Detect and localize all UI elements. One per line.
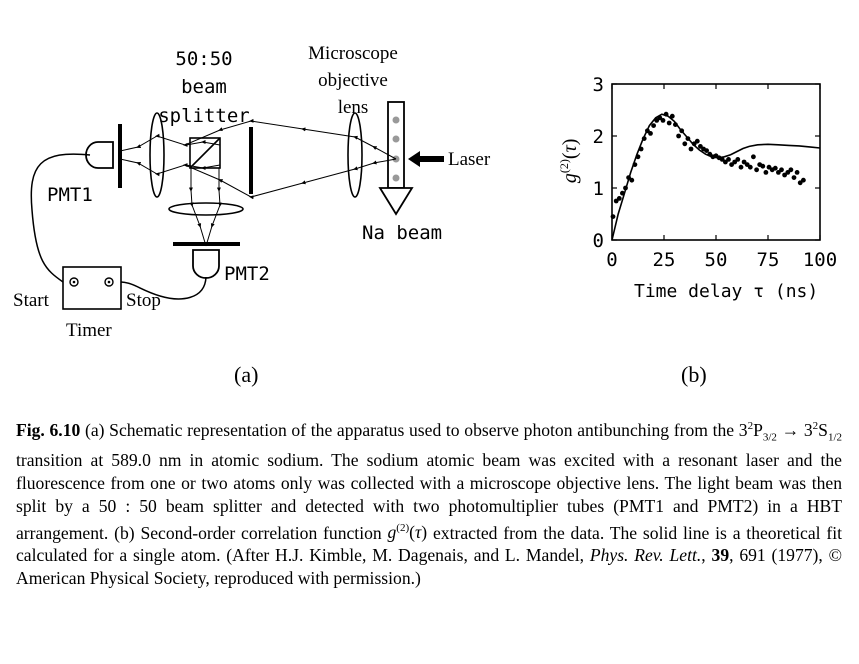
data-point xyxy=(626,175,631,181)
start-label: Start xyxy=(13,290,49,311)
y-tick-label: 2 xyxy=(593,126,604,148)
pmt2-detector xyxy=(192,249,220,279)
y-tick-label: 0 xyxy=(593,230,604,252)
splitter-label-line1: 50:50 xyxy=(175,48,233,70)
data-point xyxy=(676,133,681,139)
data-point xyxy=(726,157,731,162)
panel-a-label: (a) xyxy=(234,362,259,387)
plot-frame xyxy=(611,83,821,241)
light-rays xyxy=(119,118,397,247)
objective-label-line2: objective xyxy=(318,70,388,91)
y-tick-label: 1 xyxy=(593,178,604,200)
caption-g2: g(2)(τ) xyxy=(387,522,428,543)
caption-text-6: American Physical Society, reproduced wi… xyxy=(16,568,421,589)
data-point xyxy=(632,162,638,168)
data-point xyxy=(641,136,647,142)
splitter-label-line3: splitter xyxy=(158,105,250,127)
focusing-lens xyxy=(168,202,244,216)
data-point xyxy=(801,177,806,183)
data-point xyxy=(688,146,694,152)
na-beam-tube xyxy=(378,101,414,216)
data-point xyxy=(735,157,741,162)
data-point xyxy=(772,165,778,171)
splitter-label-line2: beam xyxy=(181,76,227,98)
data-point xyxy=(673,122,678,127)
data-point xyxy=(754,167,759,173)
data-point xyxy=(797,180,803,186)
panel-b-label: (b) xyxy=(681,362,707,387)
data-point xyxy=(685,136,691,142)
caption-text-2: transition at 589.0 nm in atomic sodium.… xyxy=(16,450,842,516)
caption-journal: Phys. Rev. Lett. xyxy=(589,545,702,566)
data-point xyxy=(629,177,635,183)
timer-label: Timer xyxy=(66,320,112,341)
data-point xyxy=(794,170,800,175)
objective-label-line3: lens xyxy=(337,97,369,118)
data-point xyxy=(788,167,794,173)
stop-label: Stop xyxy=(126,290,161,311)
pmt1-detector xyxy=(85,141,114,169)
data-point xyxy=(623,185,628,191)
objective-label-line1: Microscope xyxy=(308,43,398,64)
pmt2-label: PMT2 xyxy=(224,263,270,285)
g2-y-axis-label: g(2)(τ) xyxy=(557,138,581,184)
pmt1-label: PMT1 xyxy=(47,184,93,206)
laser-arrow xyxy=(408,151,444,167)
x-tick-label: 50 xyxy=(705,249,728,271)
pmt1-cable xyxy=(30,153,91,283)
caption-text-5: , 691 (1977), xyxy=(729,545,829,566)
laser-label: Laser xyxy=(448,149,491,170)
data-point xyxy=(657,115,663,121)
data-point xyxy=(638,146,644,152)
x-tick-label: 100 xyxy=(803,249,837,271)
apparatus-diagram xyxy=(30,101,444,310)
caption-volume: 39 xyxy=(711,545,730,566)
data-point xyxy=(663,111,669,117)
na-beam-label: Na beam xyxy=(362,222,443,244)
data-point xyxy=(747,164,753,170)
data-point xyxy=(751,154,756,160)
data-point xyxy=(660,118,666,123)
pmt2-cable xyxy=(120,276,207,300)
data-point xyxy=(738,164,744,170)
g2-chart: 0 25 50 75 100 0 1 2 3 xyxy=(593,74,838,271)
caption-text-4: extracted from the data. The solid line … xyxy=(16,522,842,566)
fit-curve xyxy=(611,113,821,241)
caption-text-1: (a) Schematic representation of the appa… xyxy=(80,419,739,440)
data-point xyxy=(679,128,685,134)
data-point xyxy=(719,157,725,162)
data-point xyxy=(635,154,641,160)
data-point xyxy=(610,214,616,220)
caption-comma: , xyxy=(701,545,712,566)
y-tick-label: 3 xyxy=(593,74,604,96)
figure-caption: Fig. 6.10 (a) Schematic representation o… xyxy=(16,415,842,590)
data-point xyxy=(782,172,787,178)
data-point xyxy=(620,190,625,196)
data-point xyxy=(648,131,653,136)
data-point xyxy=(616,196,622,201)
data-point xyxy=(669,113,675,119)
data-point xyxy=(651,123,656,128)
caption-ratio: 50 : 50 xyxy=(98,495,157,516)
data-point xyxy=(766,164,772,170)
data-point xyxy=(666,120,672,126)
x-tick-label: 0 xyxy=(606,249,617,271)
data-point xyxy=(779,167,784,173)
x-tick-label: 75 xyxy=(757,249,780,271)
caption-text-3: beam splitter and detected with two phot… xyxy=(16,495,843,543)
caption-fig-label: Fig. 6.10 xyxy=(16,419,81,440)
data-point xyxy=(763,170,769,175)
data-point xyxy=(791,175,797,181)
g2-x-axis-label: Time delay τ (ns) xyxy=(634,281,819,302)
caption-transition: 32P3/2 → 32S1/2 xyxy=(738,419,843,444)
data-point xyxy=(760,163,766,169)
data-point xyxy=(704,148,709,154)
data-point xyxy=(682,141,688,147)
data-point xyxy=(694,138,700,144)
x-tick-label: 25 xyxy=(653,249,676,271)
timer-box xyxy=(62,266,122,310)
caption-copyright: © xyxy=(828,545,843,566)
